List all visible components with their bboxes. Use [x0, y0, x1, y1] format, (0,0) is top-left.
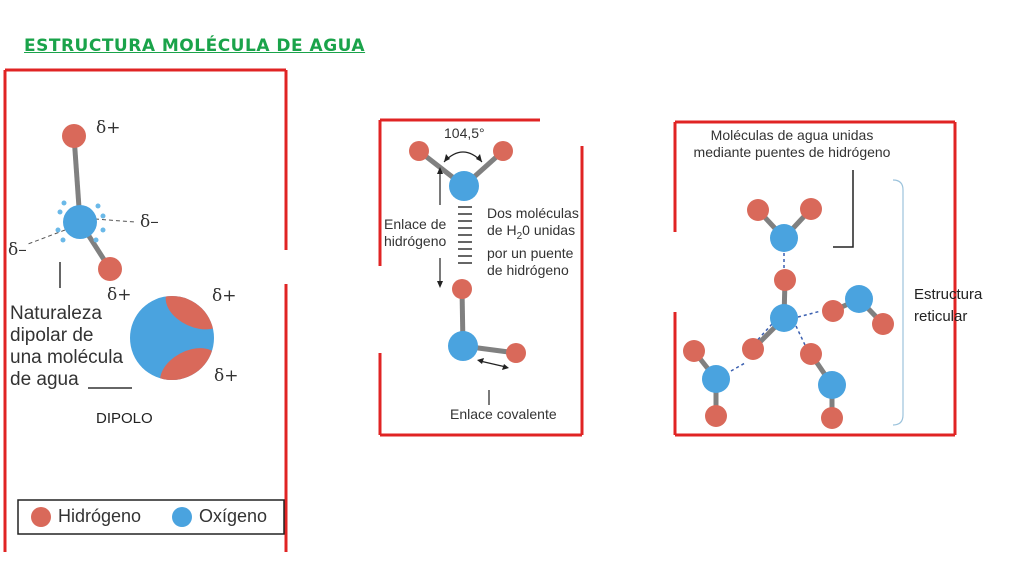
hydrogen-atom [800, 198, 822, 220]
hydrogen-atom [800, 343, 822, 365]
hydrogen-atom [409, 141, 429, 161]
hydrogen-bonds [730, 253, 827, 377]
oxygen-atom [818, 371, 846, 399]
hydrogen-atom [683, 340, 705, 362]
hydrogen-atom [821, 407, 843, 429]
covalent-arrow [479, 360, 507, 368]
hydrogen-atom [747, 199, 769, 221]
legend-oxygen-swatch [172, 507, 192, 527]
oxygen-atom [770, 224, 798, 252]
electron-dots [55, 200, 106, 243]
lattice-heading: Moléculas de agua unidas mediante puente… [693, 127, 891, 160]
panel-lattice-frame [673, 120, 957, 437]
angle-label: 104,5° [444, 125, 485, 141]
delta-plus-label: δ+ [214, 366, 239, 386]
panel-hbond-frame [378, 118, 584, 437]
legend-hydrogen-swatch [31, 507, 51, 527]
dipole-molecule [27, 124, 136, 281]
hydrogen-atom [493, 141, 513, 161]
oxygen-atom [448, 331, 478, 361]
dipole-sphere [130, 296, 214, 380]
lattice-atoms [683, 198, 894, 429]
hydrogen-atom [705, 405, 727, 427]
delta-plus-label: δ+ [107, 285, 132, 305]
panel-dipole-frame [3, 68, 288, 552]
legend-box [17, 499, 285, 535]
hydrogen-atom [774, 269, 796, 291]
angle-arc [443, 151, 483, 163]
covalent-label: Enlace covalente [450, 406, 557, 422]
structure-label: Estructura reticular [914, 286, 983, 325]
hydrogen-atom-top [62, 124, 86, 148]
oxygen-atom [63, 205, 97, 239]
oxygen-atom [770, 304, 798, 332]
oxygen-atom [845, 285, 873, 313]
structure-bracket [892, 179, 904, 426]
hydrogen-atom [872, 313, 894, 335]
hbond-dashes [458, 206, 472, 264]
delta-minus-label: δ– [8, 240, 27, 260]
oxygen-atom [449, 171, 479, 201]
legend-oxygen-label: Oxígeno [199, 506, 268, 526]
hydrogen-atom-bottom [98, 257, 122, 281]
molecule-top [409, 141, 513, 201]
dashed-line-right [94, 218, 136, 223]
delta-minus-label: δ– [140, 212, 159, 232]
hydrogen-atom [742, 338, 764, 360]
hydrogen-atom [452, 279, 472, 299]
dipole-caption: Naturaleza dipolar de una molécula de ag… [10, 303, 124, 390]
dipolo-label: DIPOLO [96, 410, 153, 427]
molecule-bottom [448, 279, 526, 363]
two-molecules-label: Dos moléculas de H20 unidas por un puent… [487, 205, 579, 278]
legend-hydrogen-label: Hidrógeno [58, 506, 142, 526]
delta-plus-label: δ+ [212, 286, 237, 306]
hydrogen-atom [822, 300, 844, 322]
delta-plus-label: δ+ [96, 118, 121, 138]
heading-pointer [833, 170, 854, 248]
page-title: ESTRUCTURA MOLÉCULA DE AGUA [24, 36, 366, 56]
dashed-line-left [27, 229, 66, 245]
hbond-label: Enlace de hidrógeno [384, 216, 447, 249]
oxygen-atom [702, 365, 730, 393]
hydrogen-atom [506, 343, 526, 363]
